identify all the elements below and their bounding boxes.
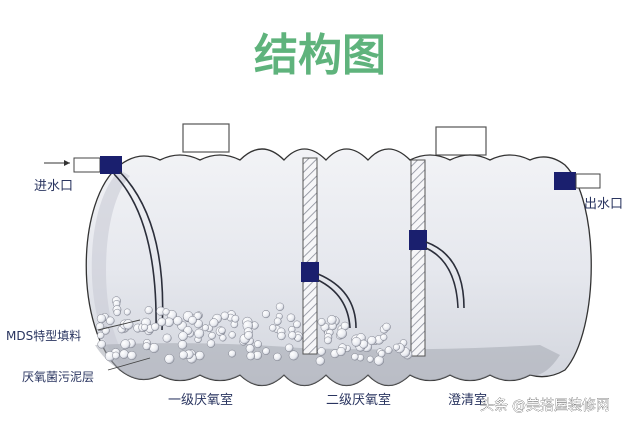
filler-ball xyxy=(315,356,325,366)
filler-ball xyxy=(324,336,332,345)
filler-ball xyxy=(209,318,219,328)
filler-ball xyxy=(120,339,131,350)
inlet-label: 进水口 xyxy=(34,179,73,194)
filler-ball xyxy=(144,306,153,315)
filler-ball xyxy=(382,322,391,332)
filler-ball xyxy=(246,351,256,361)
inlet-arrow-head xyxy=(64,160,70,166)
filler-ball xyxy=(123,308,131,316)
manhole-left xyxy=(182,123,230,153)
filler-ball xyxy=(188,315,197,325)
outlet-label: 出水口 xyxy=(584,197,623,212)
watermark-handle: @美搭屋装修网 xyxy=(512,398,610,414)
filler-ball xyxy=(119,349,129,359)
filler-ball xyxy=(178,350,188,360)
filler-ball xyxy=(149,343,160,353)
sludge-layer xyxy=(95,343,560,386)
filler-ball xyxy=(380,333,388,341)
filler-ball xyxy=(206,339,216,348)
filler-ball xyxy=(113,308,121,317)
filler-ball xyxy=(286,313,296,323)
filler-ball xyxy=(288,350,299,361)
filler-ball xyxy=(178,331,188,341)
filler-ball xyxy=(219,334,227,342)
filler-ball xyxy=(273,317,282,326)
filler-ball xyxy=(112,351,120,360)
filler-ball xyxy=(327,315,337,325)
wall-1-connector xyxy=(301,262,319,282)
filler-ball xyxy=(141,323,149,331)
filler-ball xyxy=(142,342,151,351)
sludge-label: 厌氧菌污泥层 xyxy=(22,370,94,384)
flow-pipes xyxy=(113,171,465,331)
baffle-wall-1 xyxy=(302,157,318,355)
filler-ball xyxy=(162,333,172,343)
leader-lines xyxy=(97,319,151,371)
filler-ball xyxy=(97,340,106,349)
filler-ball xyxy=(151,322,160,331)
filler-ball xyxy=(218,326,226,335)
filler-ball xyxy=(254,340,262,349)
baffle-wall-2 xyxy=(410,159,426,357)
filler-ball xyxy=(273,352,282,362)
chamber-1-label: 一级厌氧室 xyxy=(168,392,233,408)
filler-ball xyxy=(378,350,386,358)
filler-ball xyxy=(262,347,270,355)
chamber-2-label: 二级厌氧室 xyxy=(326,392,391,408)
filler-ball xyxy=(317,318,326,326)
filler-ball xyxy=(123,319,134,330)
filler-ball xyxy=(288,331,297,340)
filler-ball xyxy=(157,317,167,327)
filler-ball xyxy=(275,302,285,311)
filler-label: MDS特型填料 xyxy=(6,328,81,343)
filler-ball xyxy=(127,350,137,361)
filler-ball xyxy=(177,340,188,350)
filler-ball xyxy=(208,331,216,340)
watermark: 头条 @美搭屋装修网 xyxy=(480,397,610,414)
filler-ball xyxy=(228,349,236,358)
filler-ball xyxy=(202,324,209,332)
filler-ball xyxy=(164,353,175,364)
filler-ball xyxy=(173,316,183,326)
watermark-source: 头条 xyxy=(480,397,508,414)
filler-ball xyxy=(97,331,105,340)
manhole-right xyxy=(435,126,487,156)
filler-ball xyxy=(366,355,374,363)
filler-ball xyxy=(293,320,301,329)
filler-ball xyxy=(351,353,359,361)
filler-ball xyxy=(317,347,326,356)
outlet-pipe xyxy=(575,173,601,189)
filler-ball xyxy=(393,343,400,351)
clarifier-label: 澄清室 xyxy=(448,392,487,408)
filler-ball xyxy=(245,344,255,353)
diagram-title: 结构图 xyxy=(254,30,386,81)
filler-ball xyxy=(277,331,286,341)
filler-ball xyxy=(384,346,393,355)
inlet-connector xyxy=(100,156,122,174)
wall-2-connector xyxy=(409,230,427,250)
filler-ball xyxy=(96,314,106,324)
filler-ball xyxy=(367,336,377,346)
filler-ball xyxy=(231,314,240,323)
filler-ball xyxy=(261,310,271,319)
mds-filler-balls xyxy=(95,296,413,366)
filler-ball xyxy=(351,337,362,347)
filler-ball xyxy=(228,331,236,339)
inlet-pipe xyxy=(73,157,101,173)
filler-ball xyxy=(106,316,115,326)
filler-ball xyxy=(269,324,277,332)
filler-ball xyxy=(285,343,294,352)
filler-ball xyxy=(220,311,229,320)
filler-ball xyxy=(244,331,253,340)
filler-ball xyxy=(336,328,347,339)
filler-ball xyxy=(162,308,170,316)
filler-ball xyxy=(336,346,346,357)
filler-ball xyxy=(194,328,205,339)
outlet-connector xyxy=(554,172,576,190)
